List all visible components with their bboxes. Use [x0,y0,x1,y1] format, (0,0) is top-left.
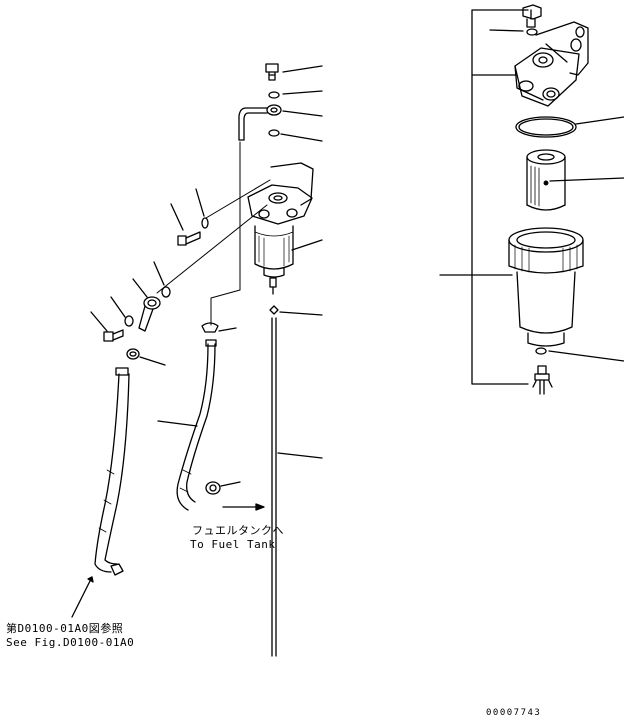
mount-bolt-lower [103,329,124,342]
leader-line [139,356,166,366]
leader-line [575,116,624,125]
exploded-top-washer [526,28,538,36]
see-figure-label: See Fig.D0100-01A0 [6,636,135,649]
fuel-hose-center [176,339,217,511]
exploded-drain-o-ring [535,347,547,355]
leader-line [170,203,184,231]
mount-bolt-upper [177,217,209,246]
washer-lower [268,129,280,137]
hose-clamp-left [126,348,140,360]
see-figure-label-jp: 第D0100-01A0図参照 [6,622,124,635]
hose-clamp-center [201,322,219,333]
leader-line [71,576,93,618]
to-fuel-tank-label-jp: フュエルタンクへ [192,524,284,537]
leader-line [549,177,624,182]
leader-line [220,481,241,487]
exploded-drain-plug [532,365,553,395]
leader-line [291,239,323,251]
leader-line [90,311,108,332]
to-fuel-tank-label: To Fuel Tank [190,538,276,551]
leader-line [282,65,323,73]
leader-line [282,90,323,95]
leader-line [218,327,237,332]
leader-line [280,133,323,142]
exploded-o-ring [515,116,577,138]
exploded-filter-bowl [508,227,584,347]
connection-guides [156,141,271,326]
to-fuel-tank-arrow [222,503,265,511]
exploded-assembly-bracket [471,9,529,385]
fuel-hose-left [94,367,130,576]
leader-line [279,311,323,316]
leader-line [157,420,198,427]
hose-clamp-tank [205,481,221,495]
elbow-fitting [138,296,161,332]
filter-assembly [247,162,314,295]
exploded-top-bolt [522,4,542,28]
drawing-number: 00007743 [486,708,542,718]
dipstick-tube [269,305,279,657]
leader-line [548,350,624,362]
banjo-bolt [265,63,279,81]
leader-line [153,261,165,286]
washer-left-upper [161,286,171,298]
leader-line [110,296,126,318]
leader-line [132,278,148,298]
exploded-filter-element [526,149,566,211]
exploded-filter-head [514,21,589,107]
leader-line [277,452,323,459]
leader-line [195,188,205,217]
leader-line [489,29,524,32]
arrow-head [87,576,94,583]
washer-upper [268,91,280,99]
fuel-pipe [238,104,282,141]
washer-left-lower [124,315,134,327]
leader-line [282,110,323,117]
